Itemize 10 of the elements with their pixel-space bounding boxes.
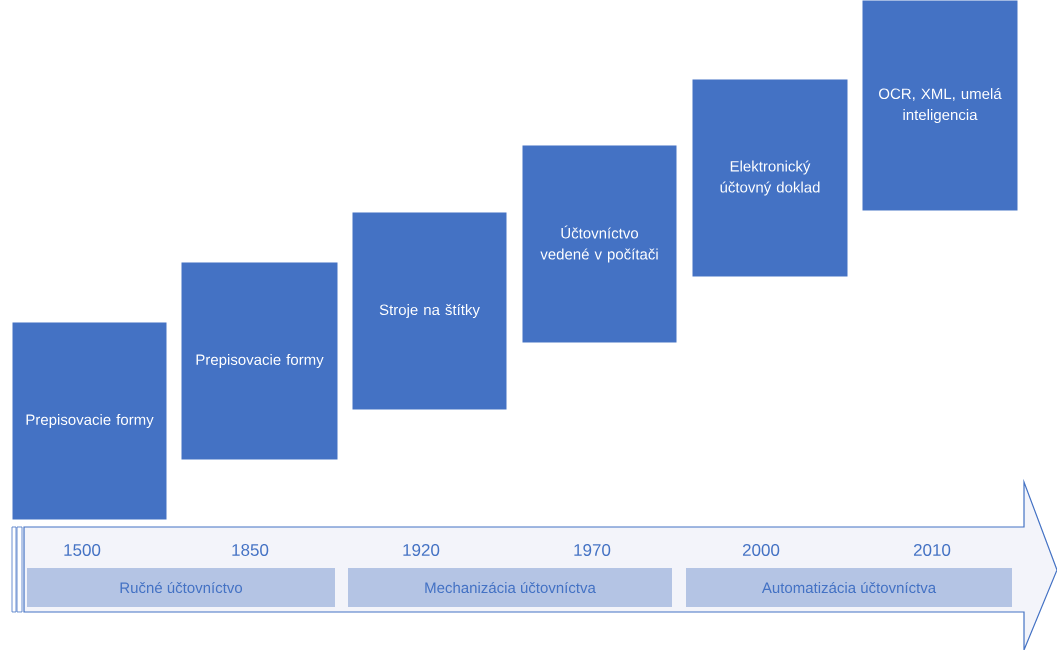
milestone-box: Elektronický účtovný doklad <box>691 78 849 278</box>
year-label: 1500 <box>64 543 101 556</box>
milestone-box: Prepisovacie formy <box>180 261 339 461</box>
milestone-box: OCR, XML, umelá inteligencia <box>861 0 1019 212</box>
period-band: Ručné účtovníctvo <box>27 568 335 607</box>
milestone-box: Stroje na štítky <box>351 211 508 411</box>
milestone-box: Účtovníctvo vedené v počítači <box>521 144 678 344</box>
period-band: Mechanizácia účtovníctva <box>348 568 672 607</box>
milestone-box: Prepisovacie formy <box>11 321 168 521</box>
period-band: Automatizácia účtovníctva <box>686 568 1012 607</box>
